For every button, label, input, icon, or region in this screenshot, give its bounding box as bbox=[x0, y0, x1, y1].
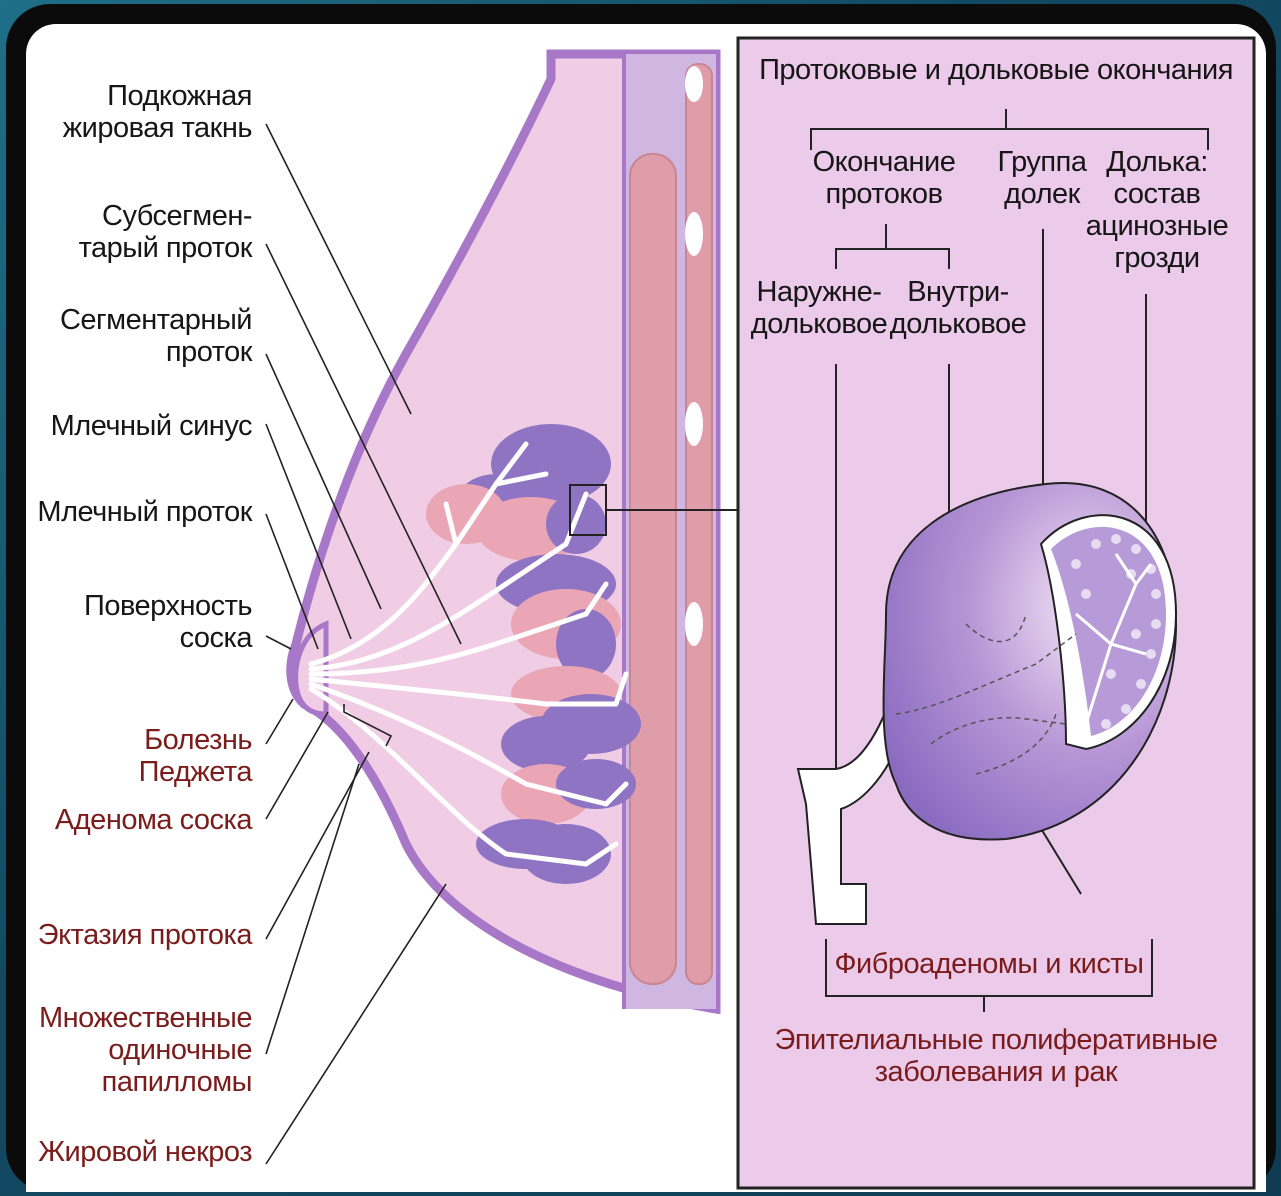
label-lactiferous-duct: Млечный проток bbox=[26, 496, 252, 528]
label-lactiferous-sinus: Млечный синус bbox=[36, 410, 252, 442]
label-nipple-adenoma: Аденома соска bbox=[26, 804, 252, 836]
label-extralobular: Наружне- дольковое bbox=[744, 276, 894, 340]
label-paget-disease: Болезнь Педжета bbox=[26, 724, 252, 788]
rib-highlight-4 bbox=[685, 602, 703, 646]
label-intralobular: Внутри- дольковое bbox=[888, 276, 1028, 340]
slide-frame: Подкожная жировая такнь Субсегмен- тарый… bbox=[6, 4, 1276, 1192]
rib-highlight-3 bbox=[685, 402, 703, 446]
label-nipple-surface: Поверхность соска bbox=[46, 590, 252, 654]
diagram-panel: Подкожная жировая такнь Субсегмен- тарый… bbox=[26, 24, 1266, 1192]
rib-highlight-2 bbox=[685, 212, 703, 256]
label-duct-ectasia: Эктазия протока bbox=[26, 919, 252, 951]
label-subcutaneous-fat: Подкожная жировая такнь bbox=[46, 80, 252, 144]
label-papillomas: Множественные одиночные папилломы bbox=[26, 1002, 252, 1098]
rib-highlight-1 bbox=[685, 66, 703, 102]
muscle-strip-2 bbox=[686, 64, 712, 984]
label-fibroadenomas-cysts: Фиброаденомы и кисты bbox=[830, 948, 1148, 980]
muscle-strip-1 bbox=[630, 154, 676, 984]
inset-title: Протоковые и дольковые окончания bbox=[746, 54, 1246, 86]
label-epithelial-proliferative: Эпителиальные полиферативные заболевания… bbox=[746, 1024, 1246, 1088]
label-fat-necrosis: Жировой некроз bbox=[26, 1136, 252, 1168]
label-duct-endings: Окончание протоков bbox=[804, 146, 964, 210]
label-subsegmental-duct: Субсегмен- тарый проток bbox=[46, 200, 252, 264]
label-lobule-composition: Долька: состав ацинозные грозди bbox=[1082, 146, 1232, 274]
label-segmental-duct: Сегментарный проток bbox=[46, 304, 252, 368]
